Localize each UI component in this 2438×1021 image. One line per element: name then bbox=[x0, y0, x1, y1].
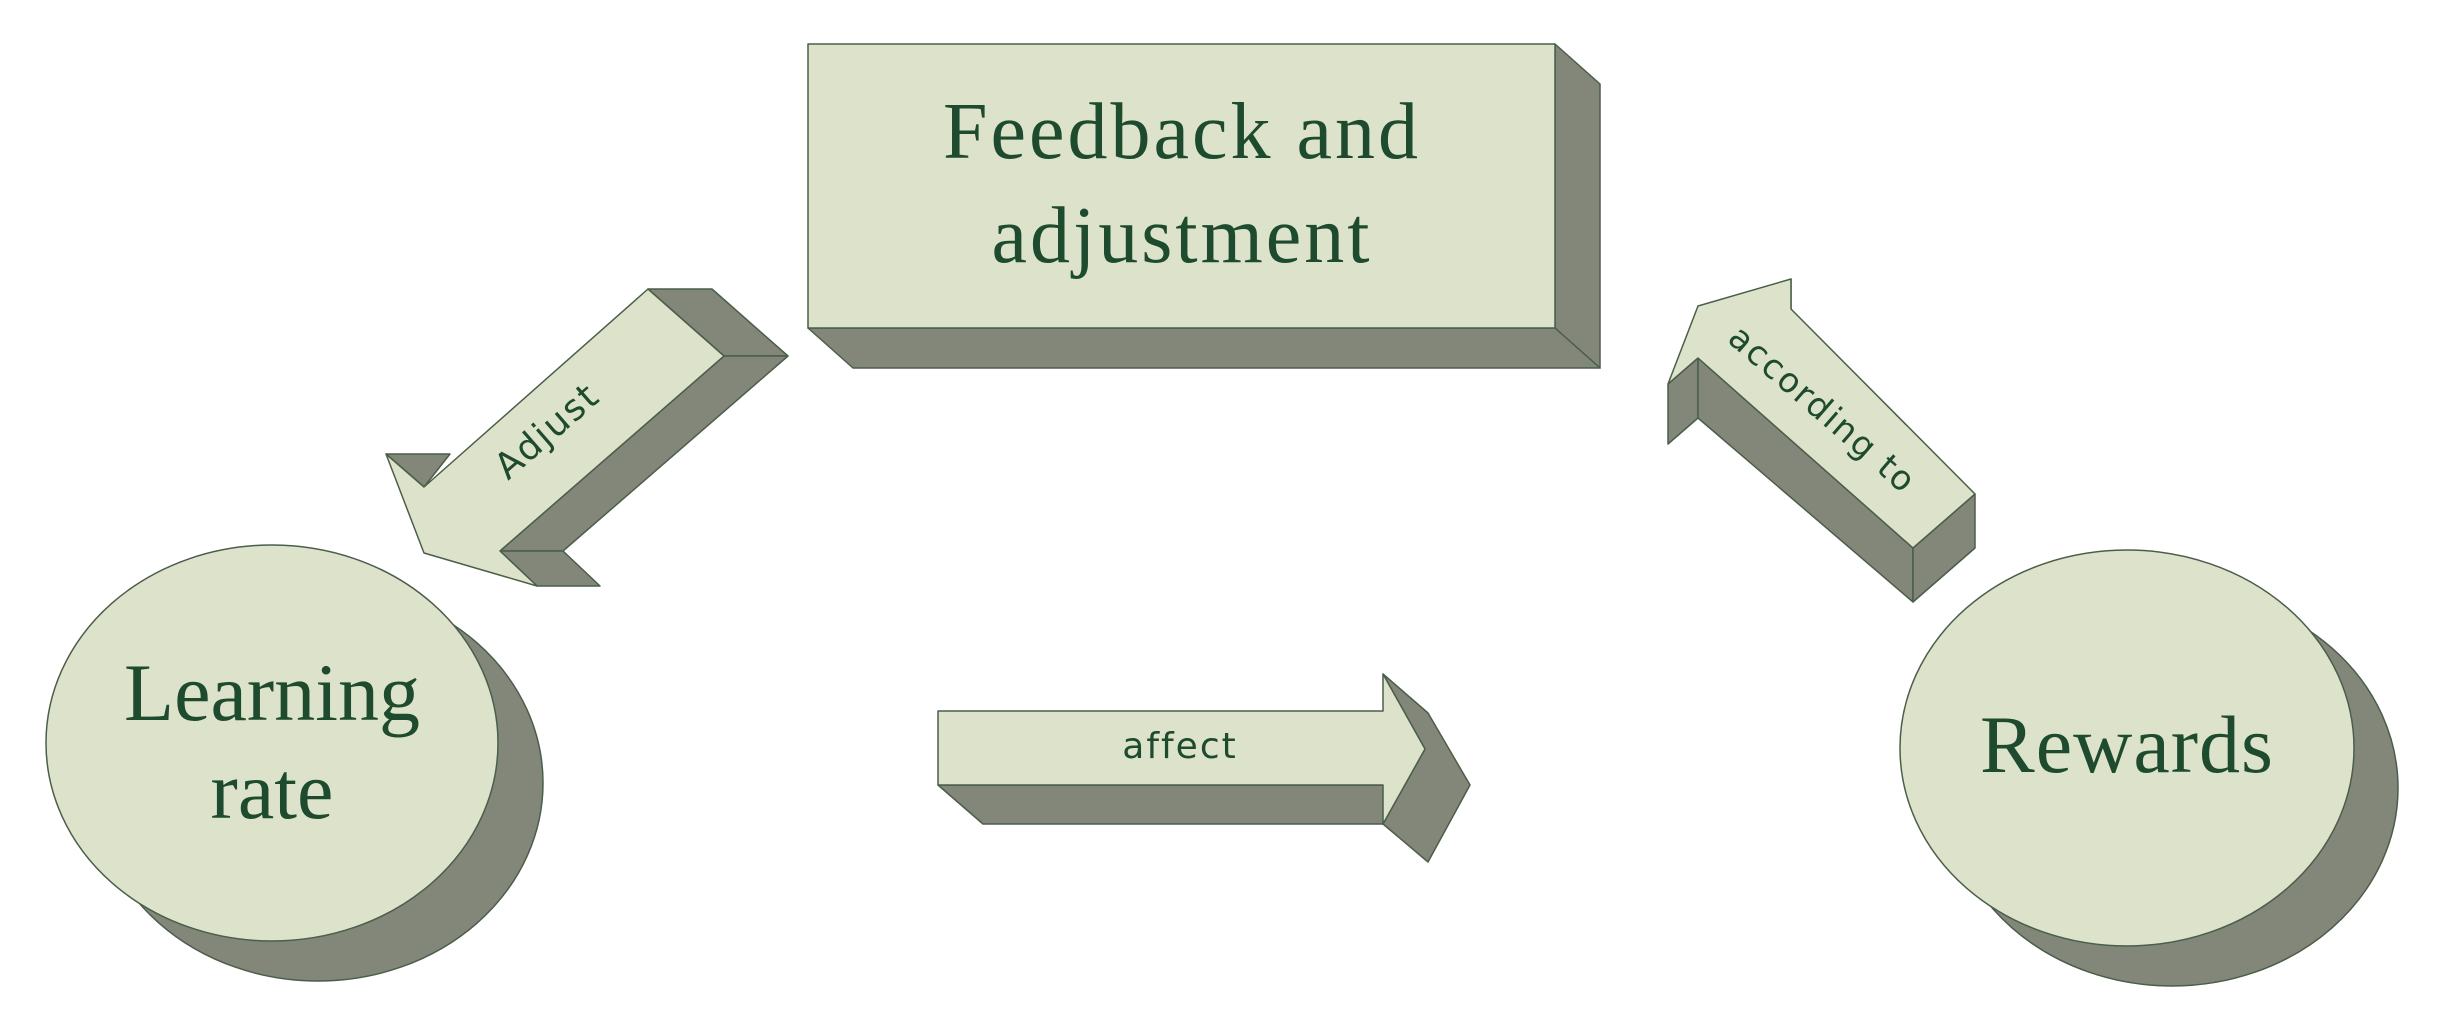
affect-arrow-bottom-side bbox=[937, 784, 1429, 825]
rewards-label: Rewards bbox=[1980, 699, 2274, 790]
rewards-ellipse bbox=[1899, 549, 2355, 947]
learning-rate-label-line2: rate bbox=[211, 745, 334, 836]
according-to-arrow: according to bbox=[1667, 278, 1976, 603]
box-label-line2: adjustment bbox=[991, 192, 1372, 280]
learning-rate-ellipse bbox=[45, 544, 499, 942]
affect-arrow-face bbox=[937, 673, 1426, 825]
box-bottom-side bbox=[807, 327, 1601, 369]
affect-arrow-label: affect bbox=[1122, 726, 1237, 767]
rewards-node: Rewards bbox=[1899, 549, 2399, 987]
adjust-arrow-face bbox=[385, 288, 725, 587]
according-arrow-face bbox=[1667, 278, 1976, 549]
box-right-side bbox=[1554, 43, 1601, 369]
learning-rate-node: Learning rate bbox=[45, 544, 544, 982]
box-label-line1: Feedback and bbox=[943, 88, 1421, 176]
box-front-face bbox=[807, 43, 1556, 329]
learning-rate-label-line1: Learning bbox=[124, 647, 420, 738]
feedback-adjustment-box: Feedback and adjustment bbox=[807, 43, 1601, 369]
adjust-arrow: Adjust bbox=[385, 288, 789, 587]
affect-arrow: affect bbox=[937, 673, 1471, 863]
